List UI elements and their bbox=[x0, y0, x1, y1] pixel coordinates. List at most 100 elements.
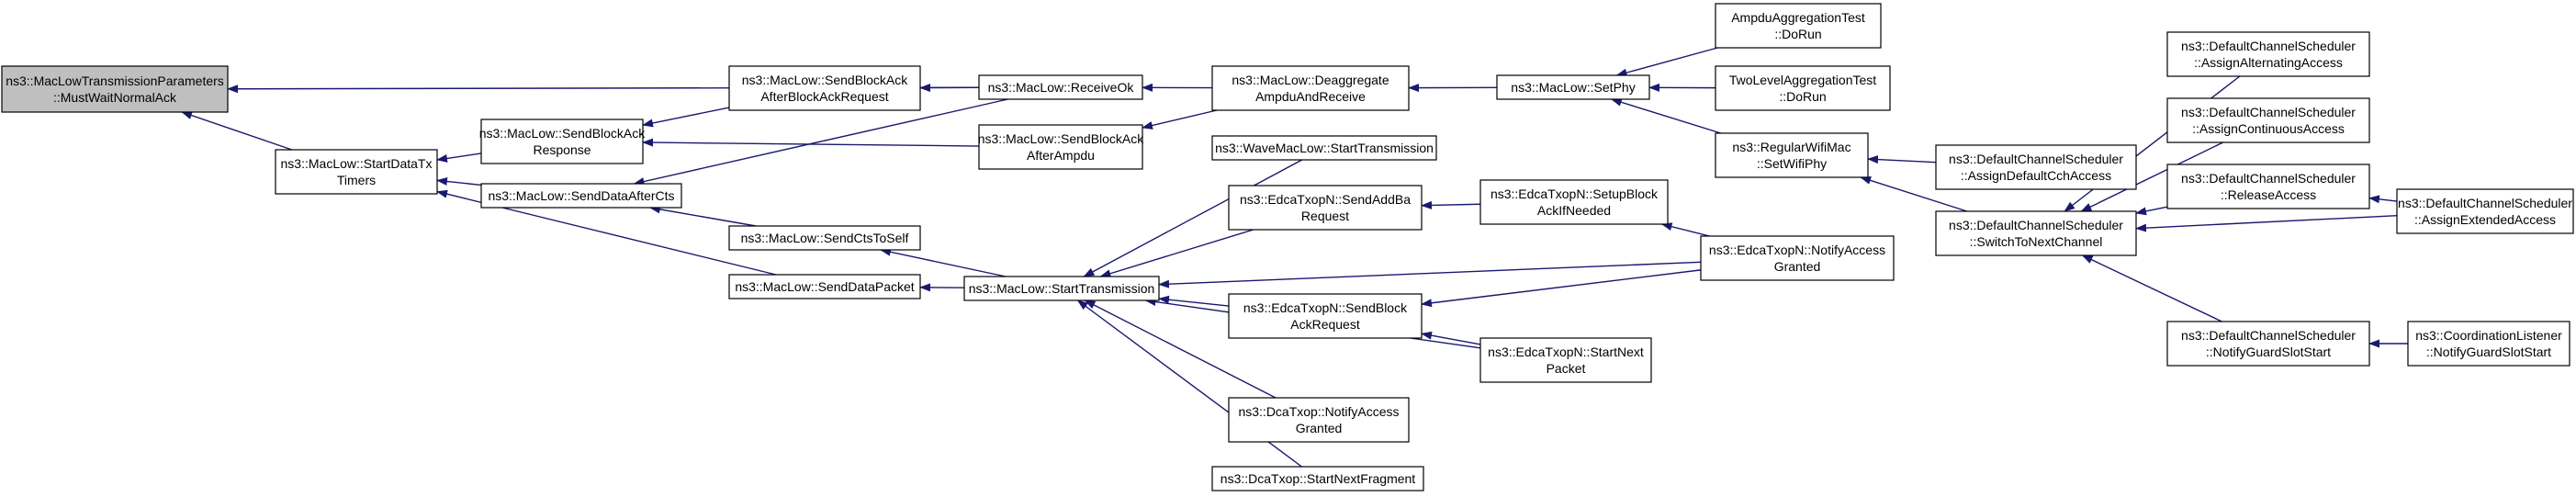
node-receiveok[interactable]: ns3::MacLow::ReceiveOk bbox=[978, 74, 1143, 100]
node-box bbox=[1715, 3, 1882, 49]
node-box bbox=[1479, 337, 1652, 383]
edge-startdatatx-to-mustwait bbox=[181, 111, 293, 151]
node-assignextended[interactable]: ns3::DefaultChannelScheduler::AssignExte… bbox=[2396, 188, 2574, 234]
edge-assignextended-to-switchtonext bbox=[2135, 215, 2398, 232]
node-box bbox=[480, 183, 682, 209]
node-twoleveltest[interactable]: TwoLevelAggregationTest::DoRun bbox=[1715, 65, 1891, 111]
node-label: ::MustWaitNormalAck bbox=[53, 90, 177, 105]
node-label: ::AssignAlternatingAccess bbox=[2194, 55, 2343, 70]
node-box bbox=[978, 74, 1143, 100]
node-label: Granted bbox=[1296, 421, 1343, 435]
node-label: TwoLevelAggregationTest bbox=[1729, 73, 1876, 87]
node-box bbox=[963, 276, 1160, 301]
node-box bbox=[1479, 179, 1669, 225]
node-label: Packet bbox=[1547, 361, 1586, 376]
node-label: ns3::MacLow::SendDataPacket bbox=[735, 279, 914, 294]
node-box bbox=[480, 119, 644, 164]
node-sendblockackafterreq[interactable]: ns3::MacLow::SendBlockAckAfterBlockAckRe… bbox=[728, 65, 921, 111]
node-switchtonext[interactable]: ns3::DefaultChannelScheduler::SwitchToNe… bbox=[1935, 210, 2137, 256]
node-notifyguard[interactable]: ns3::DefaultChannelScheduler::NotifyGuar… bbox=[2166, 321, 2370, 367]
node-assigncontinuous[interactable]: ns3::DefaultChannelScheduler::AssignCont… bbox=[2166, 97, 2370, 143]
node-box bbox=[1228, 397, 1410, 443]
edge-assigndefaultcch-to-regularwifimac bbox=[1867, 155, 1937, 164]
node-label: ns3::MacLow::SendDataAfterCts bbox=[488, 188, 674, 203]
node-box bbox=[1496, 74, 1650, 100]
node-label: AfterAmpdu bbox=[1027, 148, 1095, 163]
node-label: ns3::EdcaTxopN::StartNext bbox=[1488, 345, 1644, 359]
edge-edcanotify-to-starttransmission bbox=[1158, 261, 1702, 288]
edge-edcanotify-to-setupblockack bbox=[1660, 222, 1710, 237]
node-setphy[interactable]: ns3::MacLow::SetPhy bbox=[1496, 74, 1650, 100]
node-label: Timers bbox=[337, 173, 376, 187]
node-box bbox=[728, 65, 921, 111]
node-label: ns3::MacLow::ReceiveOk bbox=[988, 80, 1135, 95]
node-dcastartnext[interactable]: ns3::DcaTxop::StartNextFragment bbox=[1211, 466, 1424, 491]
node-label: AmpduAggregationTest bbox=[1731, 10, 1865, 25]
node-label: ::ReleaseAccess bbox=[2221, 187, 2316, 202]
node-box bbox=[728, 274, 921, 299]
node-label: Request bbox=[1301, 209, 1349, 223]
node-label: ns3::EdcaTxopN::NotifyAccess bbox=[1709, 243, 1885, 257]
node-starttransmission[interactable]: ns3::MacLow::StartTransmission bbox=[963, 276, 1160, 301]
node-label: AckRequest bbox=[1290, 317, 1360, 332]
node-releaseaccess[interactable]: ns3::DefaultChannelScheduler::ReleaseAcc… bbox=[2166, 164, 2370, 209]
node-label: Response bbox=[533, 142, 591, 157]
node-label: ns3::EdcaTxopN::SetupBlock bbox=[1490, 186, 1659, 201]
edge-starttransmission-to-sendctstoself bbox=[880, 247, 1007, 277]
node-wavemaclow[interactable]: ns3::WaveMacLow::StartTransmission bbox=[1211, 135, 1437, 161]
node-label: ns3::MacLow::StartDataTx bbox=[281, 156, 433, 171]
edge-sendctstoself-to-senddataaftercts bbox=[648, 205, 757, 227]
node-label: ns3::MacLow::SendCtsToSelf bbox=[741, 231, 909, 245]
node-label: ns3::CoordinationListener bbox=[2415, 328, 2562, 343]
node-senddataaftercts[interactable]: ns3::MacLow::SendDataAfterCts bbox=[480, 183, 682, 209]
edge-sendblockackafterreq-to-sendblockackresp bbox=[642, 107, 730, 128]
node-mustwait[interactable]: ns3::MacLowTransmissionParameters::MustW… bbox=[1, 65, 229, 113]
edge-deaggregate-to-sendblockackafterampdu bbox=[1142, 109, 1218, 130]
node-label: ns3::DefaultChannelScheduler bbox=[2181, 171, 2356, 186]
edges bbox=[181, 47, 2408, 468]
node-label: ns3::MacLow::SendBlockAck bbox=[978, 131, 1145, 146]
edge-sendblockackreq-to-starttransmission bbox=[1158, 295, 1230, 307]
node-label: ns3::DcaTxop::StartNextFragment bbox=[1221, 471, 1416, 486]
node-box bbox=[1935, 210, 2137, 256]
node-label: ::SetWifiPhy bbox=[1757, 156, 1827, 171]
node-label: ::DoRun bbox=[1774, 27, 1821, 41]
node-box bbox=[1700, 235, 1895, 281]
node-assignalternating[interactable]: ns3::DefaultChannelScheduler::AssignAlte… bbox=[2166, 31, 2370, 77]
node-regularwifimac[interactable]: ns3::RegularWifiMac::SetWifiPhy bbox=[1715, 132, 1869, 178]
node-sendctstoself[interactable]: ns3::MacLow::SendCtsToSelf bbox=[728, 225, 921, 251]
node-label: AckIfNeeded bbox=[1537, 203, 1611, 218]
node-box bbox=[1228, 185, 1423, 231]
node-label: ns3::EdcaTxopN::SendBlock bbox=[1243, 300, 1408, 315]
node-label: ns3::EdcaTxopN::SendAddBa bbox=[1240, 192, 1411, 207]
edge-sendaddba-to-starttransmission bbox=[1099, 229, 1254, 278]
edge-assigncontinuous-to-switchtonext bbox=[2080, 141, 2223, 212]
node-label: ::NotifyGuardSlotStart bbox=[2426, 345, 2551, 359]
node-assigndefaultcch[interactable]: ns3::DefaultChannelScheduler::AssignDefa… bbox=[1935, 144, 2137, 190]
node-label: ns3::DefaultChannelScheduler bbox=[1949, 218, 2123, 232]
node-box bbox=[2166, 164, 2370, 209]
node-senddatapacket[interactable]: ns3::MacLow::SendDataPacket bbox=[728, 274, 921, 299]
node-label: ns3::MacLow::SendBlockAck bbox=[742, 73, 909, 87]
node-label: ::NotifyGuardSlotStart bbox=[2206, 345, 2331, 359]
node-label: ::SwitchToNextChannel bbox=[1970, 234, 2103, 249]
node-box bbox=[1935, 144, 2137, 190]
node-coordlistener[interactable]: ns3::CoordinationListener::NotifyGuardSl… bbox=[2407, 321, 2570, 367]
node-ampdutest[interactable]: AmpduAggregationTest::DoRun bbox=[1715, 3, 1882, 49]
nodes: ns3::MacLowTransmissionParameters::MustW… bbox=[1, 3, 2574, 491]
node-box bbox=[1228, 293, 1423, 339]
node-label: ns3::WaveMacLow::StartTransmission bbox=[1215, 141, 1434, 155]
node-label: AmpduAndReceive bbox=[1255, 89, 1366, 104]
edge-setupblockack-to-sendaddba bbox=[1421, 200, 1481, 209]
node-label: ns3::MacLow::SendBlockAck bbox=[479, 126, 647, 141]
